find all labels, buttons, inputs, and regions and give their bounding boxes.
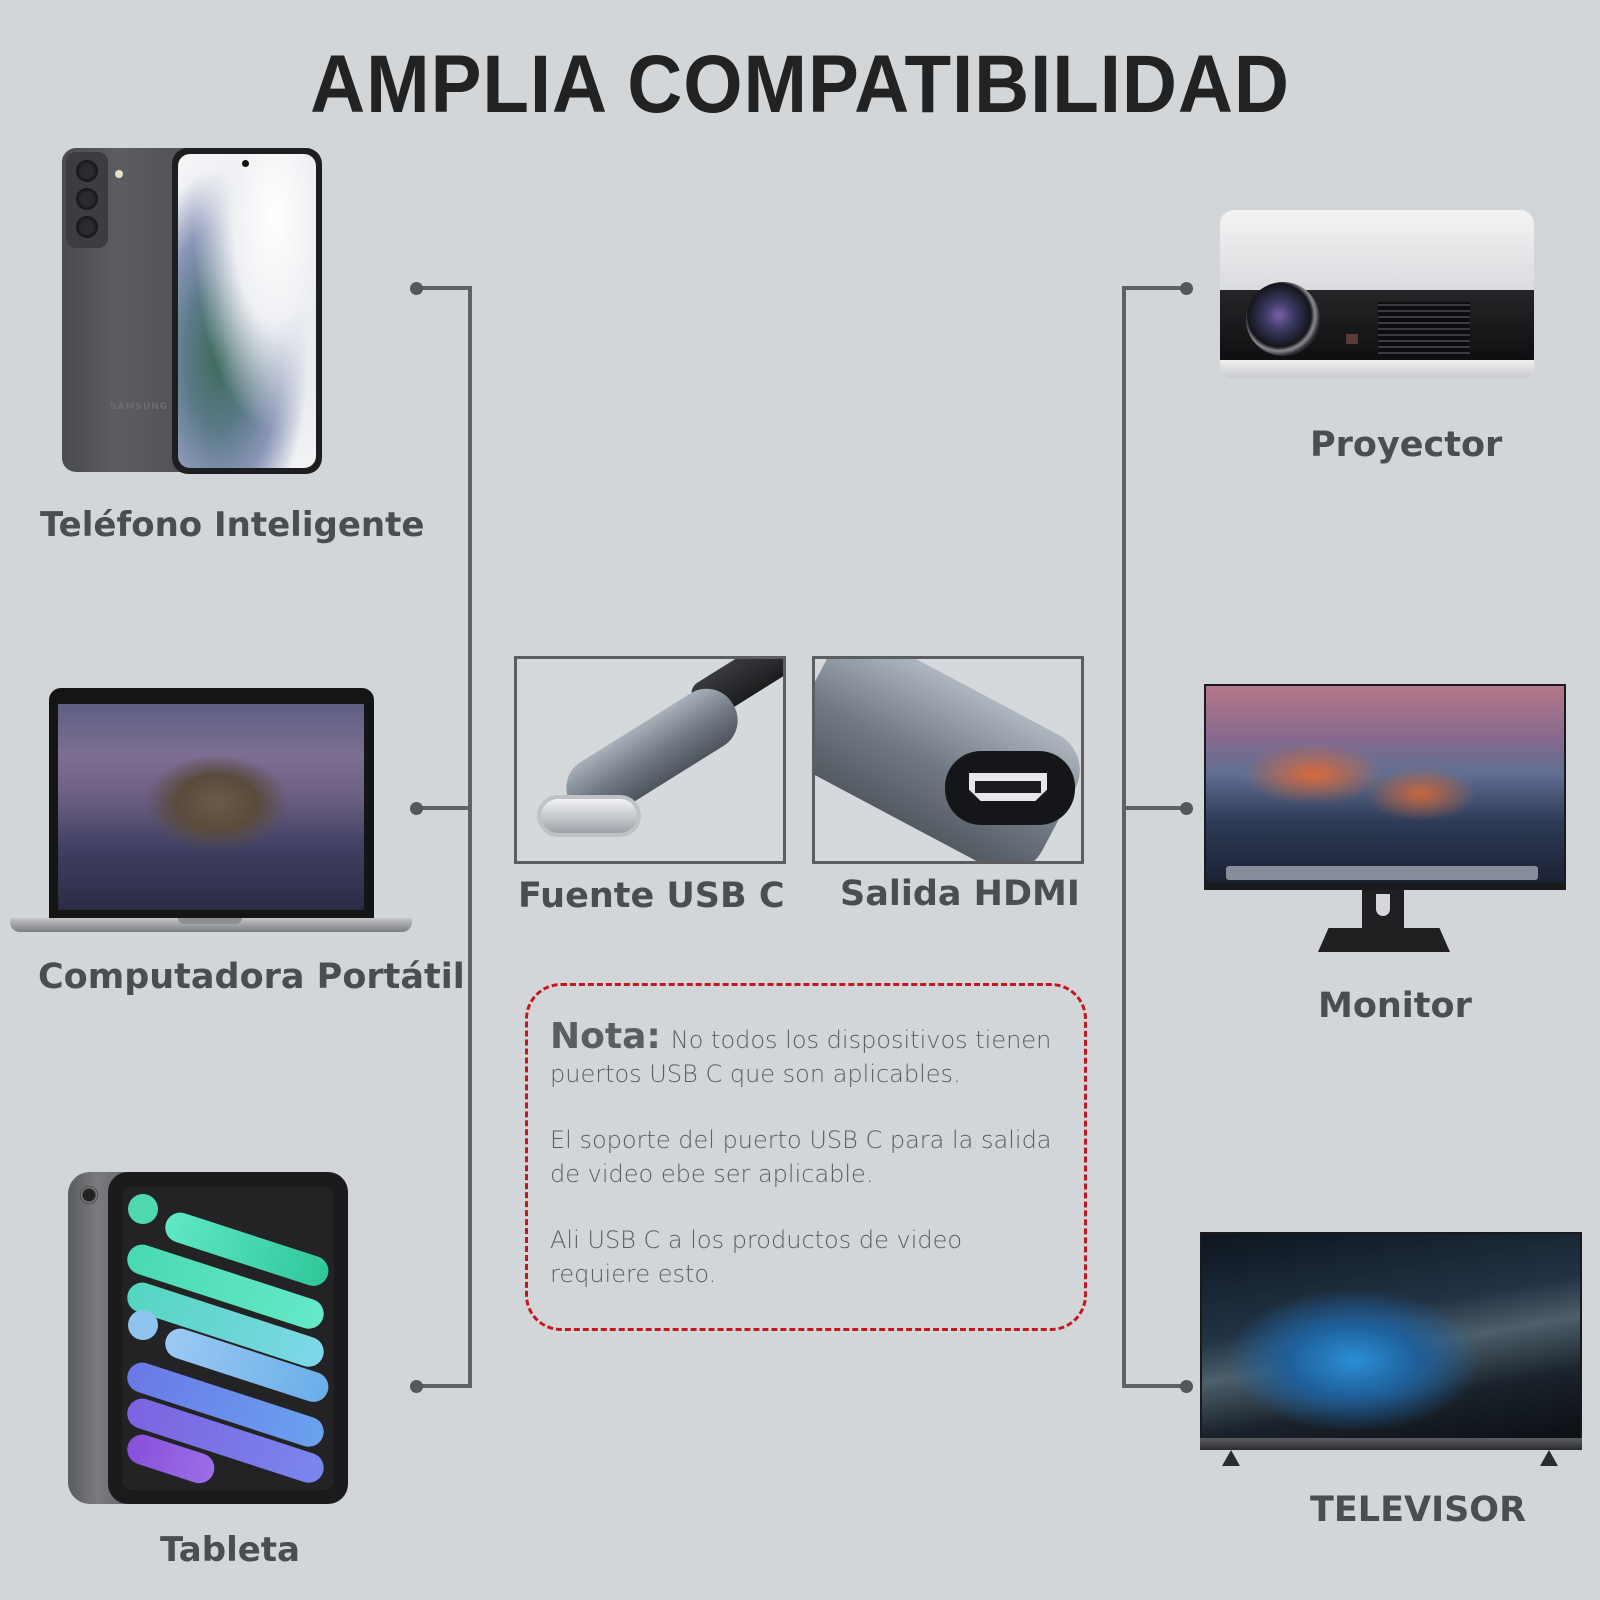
camera-lens-icon: [76, 216, 98, 238]
connector-line-projector: [1122, 286, 1184, 290]
connector-line-left-vertical: [468, 286, 472, 1388]
front-camera-icon: [242, 160, 249, 167]
brand-text: SAMSUNG: [110, 402, 169, 412]
connector-dot-laptop: [410, 802, 423, 815]
connector-dot-monitor: [1180, 802, 1193, 815]
label-hdmi-output: Salida HDMI: [840, 874, 1080, 914]
projector-image: [1218, 210, 1538, 386]
label-laptop: Computadora Portátil: [38, 957, 465, 997]
connector-dot-phone: [410, 282, 423, 295]
monitor-image: [1204, 684, 1566, 956]
camera-lens-icon: [76, 160, 98, 182]
note-text-line: Ali USB C a los productos de video: [550, 1226, 963, 1254]
phone-screen: [178, 154, 316, 468]
page-title: AMPLIA COMPATIBILIDAD: [310, 39, 1290, 130]
note-text-line: El soporte del puerto USB C para la sali…: [550, 1126, 1052, 1154]
connector-line-monitor: [1122, 806, 1184, 810]
tablet-screen: [122, 1186, 334, 1490]
usb-c-connector-image: [514, 656, 786, 864]
connector-line-right-vertical: [1122, 286, 1126, 1388]
label-usb-c-source: Fuente USB C: [518, 876, 785, 916]
laptop-image: [10, 688, 415, 938]
tv-screen: [1202, 1234, 1580, 1438]
tv-leg-right: [1540, 1450, 1558, 1466]
connector-line-phone: [416, 286, 472, 290]
note-box: [525, 983, 1087, 1331]
projector-lens-icon: [1246, 282, 1320, 356]
projector-vent: [1378, 302, 1470, 358]
hdmi-socket-inner: [975, 781, 1041, 793]
connector-line-laptop: [416, 806, 472, 810]
label-monitor: Monitor: [1318, 986, 1472, 1026]
tablet-image: [68, 1172, 350, 1506]
label-television: TELEVISOR: [1310, 1490, 1527, 1530]
monitor-dock: [1226, 866, 1538, 880]
note-heading: Nota:: [550, 1016, 661, 1057]
usb-c-plug: [537, 795, 641, 837]
note-spacer: [550, 1191, 1080, 1223]
connector-dot-tablet: [410, 1380, 423, 1393]
note-text-line: puertos USB C que son aplicables.: [550, 1060, 961, 1088]
projector-top: [1220, 210, 1534, 294]
laptop-screen: [58, 704, 364, 910]
monitor-screen: [1206, 686, 1564, 882]
note-text-line: No todos los dispositivos tienen: [670, 1026, 1052, 1054]
hdmi-port-opening: [945, 751, 1075, 825]
label-projector: Proyector: [1310, 425, 1503, 465]
connector-line-tablet: [416, 1384, 472, 1388]
projector-bottom: [1220, 360, 1534, 378]
laptop-base: [10, 918, 412, 932]
monitor-stand-base: [1318, 928, 1450, 952]
tablet-camera-icon: [80, 1186, 98, 1204]
projector-indicator: [1346, 334, 1358, 344]
laptop-notch: [178, 918, 242, 924]
note-text-line: de video ebe ser aplicable.: [550, 1160, 874, 1188]
label-smartphone: Teléfono Inteligente: [40, 505, 425, 545]
television-image: [1200, 1232, 1582, 1468]
wallpaper-dot: [128, 1194, 158, 1224]
tv-leg-left: [1222, 1450, 1240, 1466]
flash-icon: [115, 170, 123, 178]
camera-lens-icon: [76, 188, 98, 210]
tv-bottom-bezel: [1200, 1438, 1582, 1450]
hdmi-port-image: [812, 656, 1084, 864]
monitor-stand-hole: [1376, 894, 1390, 916]
connector-dot-projector: [1180, 282, 1193, 295]
note-content: Nota: No todos los dispositivos tienen pu…: [550, 1019, 1080, 1291]
note-line-1: Nota: No todos los dispositivos tienen: [550, 1019, 1080, 1057]
connector-dot-tv: [1180, 1380, 1193, 1393]
note-spacer: [550, 1091, 1080, 1123]
note-text-line: requiere esto.: [550, 1260, 717, 1288]
smartphone-image: SAMSUNG: [62, 148, 324, 474]
wallpaper-dot: [128, 1310, 158, 1340]
label-tablet: Tableta: [160, 1530, 301, 1570]
connector-line-tv: [1122, 1384, 1184, 1388]
